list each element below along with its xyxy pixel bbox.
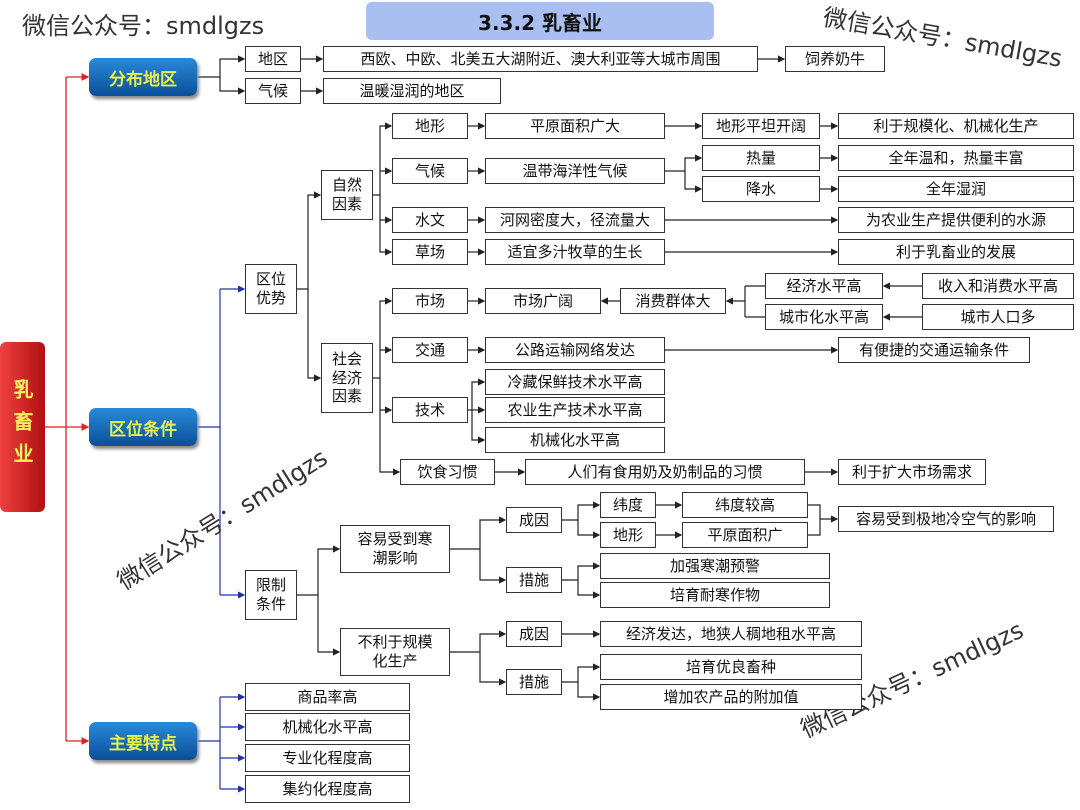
node: 机械化水平高 — [485, 427, 665, 453]
node: 利于规模化、机械化生产 — [838, 113, 1074, 139]
node: 市场广阔 — [485, 288, 601, 314]
node: 地区 — [245, 46, 301, 72]
node: 西欧、中欧、北美五大湖附近、澳大利亚等大城市周围 — [323, 46, 758, 72]
feature-item: 商品率高 — [245, 683, 410, 711]
node: 容易受到寒潮影响 — [340, 525, 450, 573]
node: 降水 — [702, 176, 820, 202]
node: 饮食习惯 — [400, 459, 495, 485]
page-title: 3.3.2 乳畜业 — [366, 2, 714, 40]
node: 地形 — [600, 522, 656, 548]
watermark: 微信公众号：smdlgzs — [22, 12, 265, 40]
node: 温暖湿润的地区 — [323, 78, 501, 104]
node: 区位优势 — [245, 264, 297, 314]
node: 技术 — [392, 397, 468, 423]
node: 培育优良畜种 — [600, 654, 862, 680]
node: 河网密度大，径流量大 — [485, 207, 665, 233]
node: 培育耐寒作物 — [600, 582, 830, 608]
node: 地形 — [392, 113, 468, 139]
node: 收入和消费水平高 — [922, 273, 1074, 299]
node: 不利于规模化生产 — [340, 628, 450, 676]
node: 公路运输网络发达 — [485, 337, 665, 363]
node: 饲养奶牛 — [785, 46, 885, 72]
node: 草场 — [392, 239, 468, 265]
node: 消费群体大 — [620, 288, 726, 314]
node-distribution: 分布地区 — [89, 58, 197, 96]
node: 增加农产品的附加值 — [600, 684, 862, 710]
node: 社会经济因素 — [321, 343, 373, 413]
node: 适宜多汁牧草的生长 — [485, 239, 665, 265]
node: 城市人口多 — [922, 304, 1074, 330]
node: 纬度 — [600, 492, 656, 518]
node: 人们有食用奶及奶制品的习惯 — [525, 459, 805, 485]
node: 措施 — [506, 669, 562, 695]
node-conditions: 区位条件 — [89, 408, 197, 446]
node: 经济水平高 — [765, 273, 883, 299]
feature-item: 集约化程度高 — [245, 775, 410, 803]
node: 气候 — [392, 158, 468, 184]
node: 农业生产技术水平高 — [485, 397, 665, 423]
node: 自然因素 — [321, 170, 373, 220]
node: 利于乳畜业的发展 — [838, 239, 1074, 265]
node-features: 主要特点 — [89, 722, 197, 760]
node: 地形平坦开阔 — [702, 113, 820, 139]
node: 全年湿润 — [838, 176, 1074, 202]
node: 成因 — [506, 621, 562, 647]
node: 限制条件 — [245, 570, 297, 620]
root-node: 乳畜业 — [0, 342, 45, 512]
node: 城市化水平高 — [765, 304, 883, 330]
node: 冷藏保鲜技术水平高 — [485, 369, 665, 395]
node: 经济发达，地狭人稠地租水平高 — [600, 621, 862, 647]
node: 温带海洋性气候 — [485, 158, 665, 184]
node: 措施 — [506, 567, 562, 593]
node: 市场 — [392, 288, 468, 314]
node: 平原面积广大 — [485, 113, 665, 139]
node: 交通 — [392, 337, 468, 363]
node: 纬度较高 — [682, 492, 808, 518]
node: 气候 — [245, 78, 301, 104]
node: 加强寒潮预警 — [600, 553, 830, 579]
node: 容易受到极地冷空气的影响 — [838, 506, 1054, 532]
node: 有便捷的交通运输条件 — [838, 337, 1030, 363]
node: 成因 — [506, 507, 562, 533]
node: 为农业生产提供便利的水源 — [838, 207, 1074, 233]
node: 利于扩大市场需求 — [838, 459, 986, 485]
feature-item: 机械化水平高 — [245, 713, 410, 741]
feature-item: 专业化程度高 — [245, 744, 410, 772]
node: 平原面积广 — [682, 522, 808, 548]
node: 水文 — [392, 207, 468, 233]
node: 全年温和，热量丰富 — [838, 145, 1074, 171]
node: 热量 — [702, 145, 820, 171]
